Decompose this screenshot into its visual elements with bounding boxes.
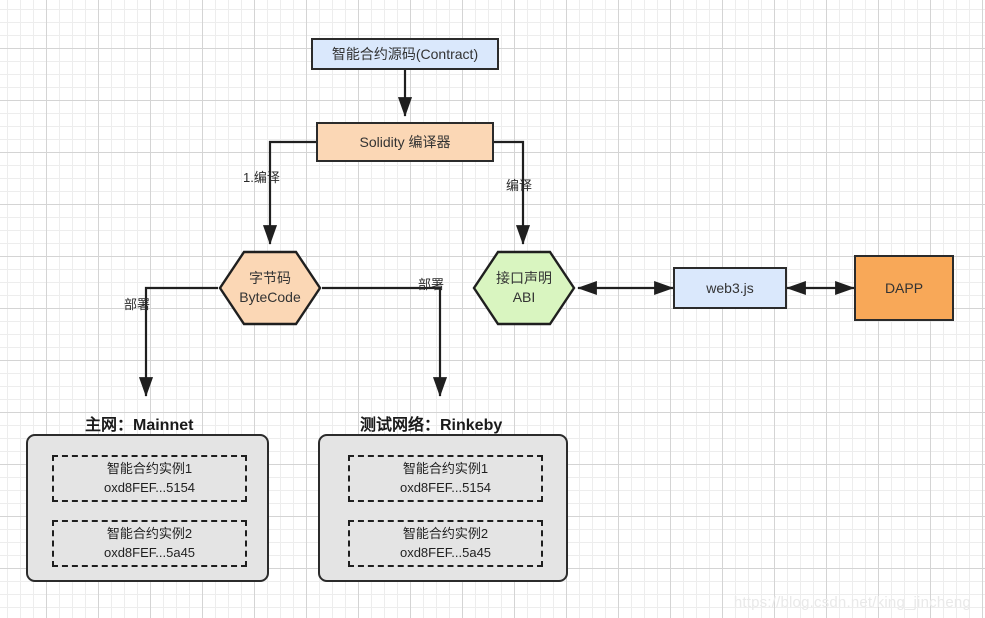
edge-bytecode-to-rinkeby bbox=[322, 286, 448, 397]
node-web3js-label: web3.js bbox=[706, 279, 754, 296]
contract-instance[interactable]: 智能合约实例2 oxd8FEF...5a45 bbox=[52, 520, 247, 567]
contract-instance-address: oxd8FEF...5154 bbox=[399, 479, 492, 495]
network-panel-mainnet: 智能合约实例1 oxd8FEF...5154 智能合约实例2 oxd8FEF..… bbox=[26, 434, 269, 582]
node-abi-label-en: ABI bbox=[512, 289, 536, 305]
contract-instance-name: 智能合约实例2 bbox=[106, 526, 193, 542]
contract-instance-address: oxd8FEF...5a45 bbox=[399, 544, 492, 560]
contract-instance-name: 智能合约实例2 bbox=[402, 526, 489, 542]
network-panel-rinkeby: 智能合约实例1 oxd8FEF...5154 智能合约实例2 oxd8FEF..… bbox=[318, 434, 568, 582]
node-abi[interactable]: 接口声明 ABI bbox=[472, 250, 576, 326]
node-bytecode[interactable]: 字节码 ByteCode bbox=[218, 250, 322, 326]
contract-instance-address: oxd8FEF...5154 bbox=[103, 479, 196, 495]
edge-label-compile-left: 1.编译 bbox=[243, 170, 280, 185]
node-abi-label-cn: 接口声明 bbox=[496, 270, 552, 287]
edge-bytecode-to-mainnet bbox=[138, 286, 218, 397]
node-bytecode-label-en: ByteCode bbox=[239, 289, 301, 305]
network-title-mainnet: 主网：Mainnet bbox=[85, 417, 194, 434]
contract-instance-name: 智能合约实例1 bbox=[106, 461, 193, 477]
contract-instance-name: 智能合约实例1 bbox=[402, 461, 489, 477]
node-bytecode-label-cn: 字节码 bbox=[248, 270, 291, 287]
contract-instance-address: oxd8FEF...5a45 bbox=[103, 544, 196, 560]
node-web3js[interactable]: web3.js bbox=[673, 267, 787, 309]
network-title-rinkeby: 测试网络：Rinkeby bbox=[360, 417, 503, 434]
hexagon-shape-abi bbox=[472, 250, 576, 326]
node-solidity-compiler[interactable]: Solidity 编译器 bbox=[316, 122, 494, 162]
contract-instance[interactable]: 智能合约实例1 oxd8FEF...5154 bbox=[52, 455, 247, 502]
hexagon-shape-bytecode bbox=[218, 250, 322, 326]
edge-label-compile-right: 编译 bbox=[506, 178, 533, 193]
edge-label-deploy-left: 部署 bbox=[124, 297, 151, 312]
edge-compiler-to-bytecode bbox=[262, 140, 316, 245]
watermark: https://blog.csdn.net/king_jincheng bbox=[733, 594, 971, 611]
contract-instance[interactable]: 智能合约实例2 oxd8FEF...5a45 bbox=[348, 520, 543, 567]
node-contract-source-label: 智能合约源码(Contract) bbox=[331, 45, 479, 62]
node-contract-source[interactable]: 智能合约源码(Contract) bbox=[311, 38, 499, 70]
node-solidity-compiler-label: Solidity 编译器 bbox=[359, 133, 451, 150]
node-dapp-label: DAPP bbox=[884, 279, 924, 296]
contract-instance[interactable]: 智能合约实例1 oxd8FEF...5154 bbox=[348, 455, 543, 502]
edge-label-deploy-right: 部署 bbox=[418, 277, 445, 292]
node-dapp[interactable]: DAPP bbox=[854, 255, 954, 321]
